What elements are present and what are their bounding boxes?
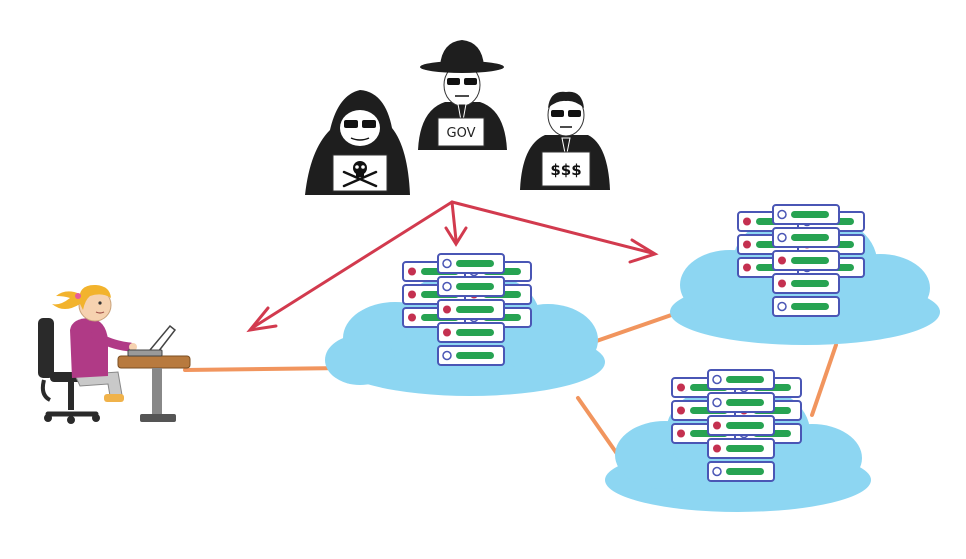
connection-cloud-right-to-bottom [810,343,838,417]
user-hair [78,284,111,310]
surveillance-arrowhead-right [628,238,659,264]
corporate-sign-text: $$$ [550,161,581,179]
office-chair [38,318,100,424]
network-connections [183,310,838,460]
surveillance-arrow-to-right-cloud [450,200,654,255]
government-sign-text: GOV [447,126,476,141]
surveillance-arrows [246,200,659,333]
user-shirt [70,318,108,378]
corporate-sign [541,151,591,187]
connection-user-to-cloud [183,366,347,372]
surveillance-arrow-to-cloud [450,200,458,242]
surveillance-arrowhead-cloud [444,226,468,247]
connection-cloud-center-to-right [583,310,682,347]
surveillance-arrowhead-user [246,306,278,333]
laptop-icon [127,324,177,357]
user-at-desk [38,284,191,424]
government-sign [437,117,485,147]
corporate-agent-figure: $$$ [520,91,610,190]
connection-cloud-center-to-bottom [576,396,622,460]
surveillance-arrow-to-user [250,200,454,330]
desk [117,355,191,422]
skull-crossbones-icon [342,161,378,188]
government-agent-figure: GOV [418,40,507,150]
hacker-figure [305,90,410,195]
